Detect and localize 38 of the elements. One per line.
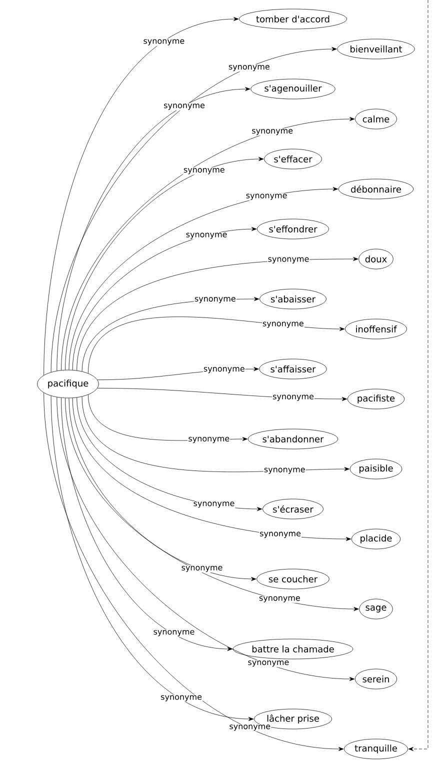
edge-label: synonyme [262, 321, 304, 328]
arrow [68, 398, 256, 581]
arrow [65, 157, 264, 370]
edge-label: synonyme [182, 168, 226, 175]
edge-label: synonyme [228, 64, 270, 72]
edge-label: synonyme [251, 128, 294, 136]
arrow [61, 117, 355, 370]
arrow [65, 398, 359, 611]
edge-label: synonyme [142, 38, 186, 46]
edge-label: synonyme [185, 232, 228, 240]
edge-label: synonyme [180, 565, 224, 573]
edge-label: synonyme [267, 256, 310, 264]
arrow [72, 398, 352, 541]
arrow [44, 17, 239, 376]
edge-label: synonyme [194, 296, 236, 304]
arrow [44, 392, 344, 751]
edge-label: synonyme [160, 694, 202, 702]
arrow [56, 397, 355, 681]
edge-label: synonyme [202, 366, 246, 374]
edge-label: synonyme [163, 103, 206, 110]
edge-label: synonyme [272, 394, 314, 402]
edge-label: synonyme [259, 531, 302, 538]
edge-label: synonyme [152, 630, 196, 637]
edge-label: synonyme [192, 501, 236, 508]
edge-label: synonyme [188, 436, 230, 444]
arrow [72, 227, 257, 370]
arrow [76, 257, 358, 371]
edge-label: synonyme [258, 596, 301, 603]
edge-label: synonyme [245, 193, 288, 200]
arrow [50, 47, 337, 372]
edge-label: synonyme [228, 724, 272, 732]
edge-label: synonyme [263, 467, 306, 474]
arrow [50, 396, 254, 721]
arrow [408, 0, 428, 751]
arrow [68, 187, 338, 370]
arrow [56, 87, 250, 371]
arrow [61, 398, 232, 651]
edge-label: synonyme [247, 660, 290, 668]
